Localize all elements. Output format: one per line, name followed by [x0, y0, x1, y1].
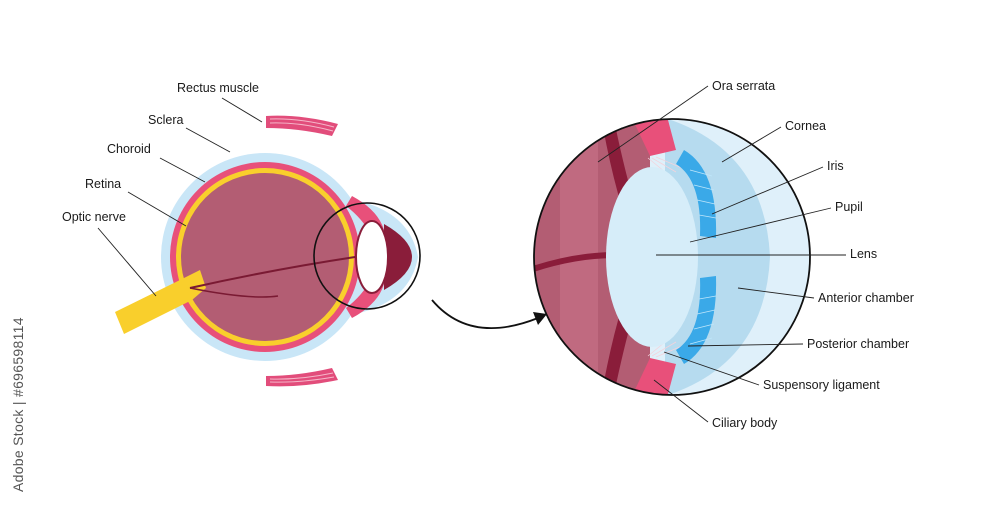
- label-sclera: Sclera: [148, 113, 183, 127]
- zoom-arrow: [431, 299, 539, 329]
- whole-eye: [115, 115, 421, 387]
- label-rectus-muscle: Rectus muscle: [177, 81, 259, 95]
- left-labels: Rectus muscle Sclera Choroid Retina Opti…: [62, 81, 263, 297]
- lens: [606, 167, 698, 347]
- suspensory-ligament: [647, 156, 683, 358]
- label-lens: Lens: [850, 247, 877, 261]
- label-posterior-chamber: Posterior chamber: [807, 337, 909, 351]
- watermark-text: Adobe Stock | #696598114: [10, 317, 26, 492]
- label-optic-nerve: Optic nerve: [62, 210, 126, 224]
- label-choroid: Choroid: [107, 142, 151, 156]
- watermark: Adobe Stock | #696598114: [8, 270, 30, 500]
- rectus-muscle-top: [266, 115, 338, 136]
- label-retina: Retina: [85, 177, 121, 191]
- ciliary-body-bottom: [632, 358, 676, 395]
- label-iris: Iris: [827, 159, 844, 173]
- lens-left: [355, 220, 389, 294]
- rectus-muscle-bottom: [266, 368, 338, 387]
- label-cornea: Cornea: [785, 119, 826, 133]
- vitreous-body: [181, 173, 349, 341]
- arrow-head: [533, 312, 547, 325]
- anterior-chamber-dark: [384, 224, 412, 290]
- label-ciliary-body: Ciliary body: [712, 416, 778, 430]
- anterior-chamber: [665, 119, 770, 395]
- zoom-circle: [533, 118, 811, 396]
- ciliary-body-top: [632, 119, 676, 156]
- label-anterior-chamber: Anterior chamber: [818, 291, 914, 305]
- magnifier-circle: [313, 202, 421, 310]
- label-suspensory-ligament: Suspensory ligament: [763, 378, 880, 392]
- label-ora-serrata: Ora serrata: [712, 79, 775, 93]
- label-pupil: Pupil: [835, 200, 863, 214]
- zoomed-view: [533, 118, 811, 396]
- optic-nerve: [115, 270, 206, 334]
- right-labels: Ora serrata Cornea Iris Pupil Lens Anter…: [597, 79, 914, 430]
